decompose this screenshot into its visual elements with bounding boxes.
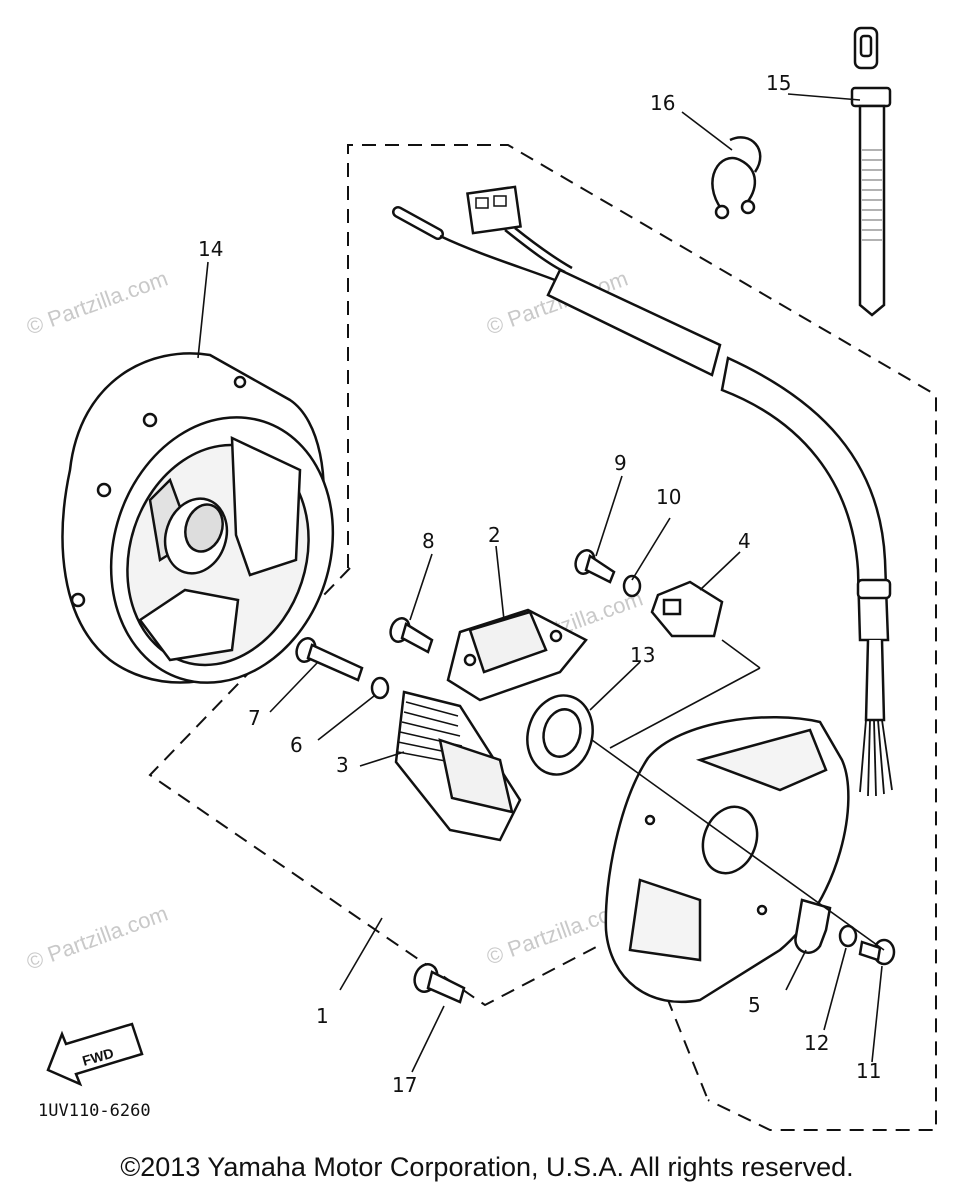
oil-seal	[526, 694, 594, 776]
callout-8: 8	[422, 529, 435, 553]
wire-clip	[711, 136, 762, 220]
callout-16: 16	[650, 91, 675, 115]
pickup-coil	[446, 608, 588, 702]
callout-1: 1	[316, 1004, 329, 1028]
leader-lines	[197, 93, 885, 1073]
callout-12: 12	[804, 1031, 829, 1055]
callout-2: 2	[488, 523, 501, 547]
watermark: © Partzilla.com	[23, 901, 171, 975]
callout-labels: 1 2 3 4 5 6 7 8 9 10 11 12 13 14 15 16 1…	[198, 71, 881, 1097]
callout-7: 7	[248, 706, 261, 730]
sensor	[650, 580, 724, 638]
flywheel-rotor	[61, 352, 335, 684]
callout-5: 5	[748, 993, 761, 1017]
callout-17: 17	[392, 1073, 417, 1097]
callout-11: 11	[856, 1059, 881, 1083]
screw-17	[413, 963, 466, 1004]
washer-12	[838, 924, 858, 948]
screw-7	[295, 637, 364, 682]
callout-3: 3	[336, 753, 349, 777]
forward-arrow-icon: FWD	[46, 1022, 144, 1087]
callout-13: 13	[630, 643, 655, 667]
screw-9	[574, 549, 616, 584]
callout-15: 15	[766, 71, 791, 95]
stator-base-plate	[604, 715, 850, 1004]
wire-harness	[392, 185, 893, 797]
diagram-code: 1UV110-6260	[38, 1101, 151, 1121]
callout-6: 6	[290, 733, 303, 757]
washer-6	[370, 676, 390, 700]
callout-10: 10	[656, 485, 681, 509]
callout-14: 14	[198, 237, 223, 261]
copyright-notice: ©2013 Yamaha Motor Corporation, U.S.A. A…	[120, 1152, 854, 1182]
washer-10	[622, 574, 642, 598]
clamp-5	[794, 898, 832, 954]
watermark: © Partzilla.com	[23, 266, 171, 340]
cable-tie	[850, 26, 892, 317]
callout-4: 4	[738, 529, 751, 553]
screw-11	[858, 938, 896, 966]
callout-9: 9	[614, 451, 627, 475]
charge-coil	[394, 690, 522, 842]
screw-8	[389, 617, 434, 654]
